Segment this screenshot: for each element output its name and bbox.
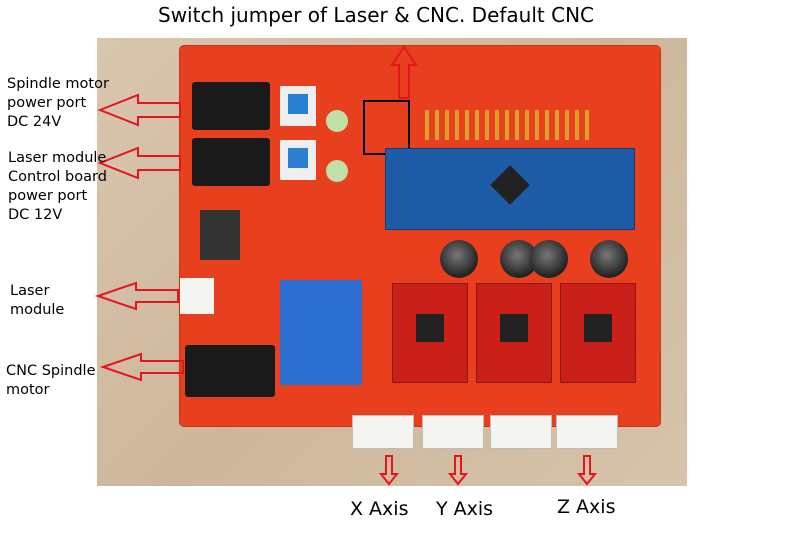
label-z-axis: Z Axis [557,496,616,518]
capacitor-3 [530,240,568,278]
led-2 [326,160,348,182]
stepper-driver-z [560,283,636,383]
connector-y2 [490,415,552,449]
label-y-axis: Y Axis [436,498,494,520]
arrow-spindle-power [97,93,181,127]
voltage-regulator [200,210,240,260]
capacitor-4 [590,240,628,278]
jumper-title: Switch jumper of Laser & CNC. Default CN… [158,3,594,27]
arrow-z-axis [576,455,598,486]
arrow-laser-module [94,281,179,311]
stepper-driver-x [392,283,468,383]
label-laser-module: Laser module [10,283,65,318]
arrow-cnc-spindle [99,352,184,382]
label-spindle-power: Spindle motor power port DC 24V [7,76,109,130]
label-cnc-spindle: CNC Spindle motor [6,363,96,398]
connector-x [352,415,414,449]
dc-jack-24v [192,82,270,130]
dc-jack-spindle [185,345,275,397]
dc-jack-12v [192,138,270,186]
led-1 [326,110,348,132]
switch-1 [280,86,316,126]
arrow-x-axis [378,455,400,486]
capacitor-1 [440,240,478,278]
pin-header [425,110,595,140]
laser-connector [180,278,214,314]
connector-z [556,415,618,449]
switch-2 [280,140,316,180]
arrow-laser-power [97,146,181,180]
arrow-y-axis [447,455,469,486]
connector-y [422,415,484,449]
stepper-driver-y [476,283,552,383]
label-laser-power: Laser module Control board power port DC… [8,150,107,223]
label-x-axis: X Axis [350,498,409,520]
arrow-jumper [390,45,418,99]
relay [280,280,362,385]
arduino-nano [385,148,635,230]
